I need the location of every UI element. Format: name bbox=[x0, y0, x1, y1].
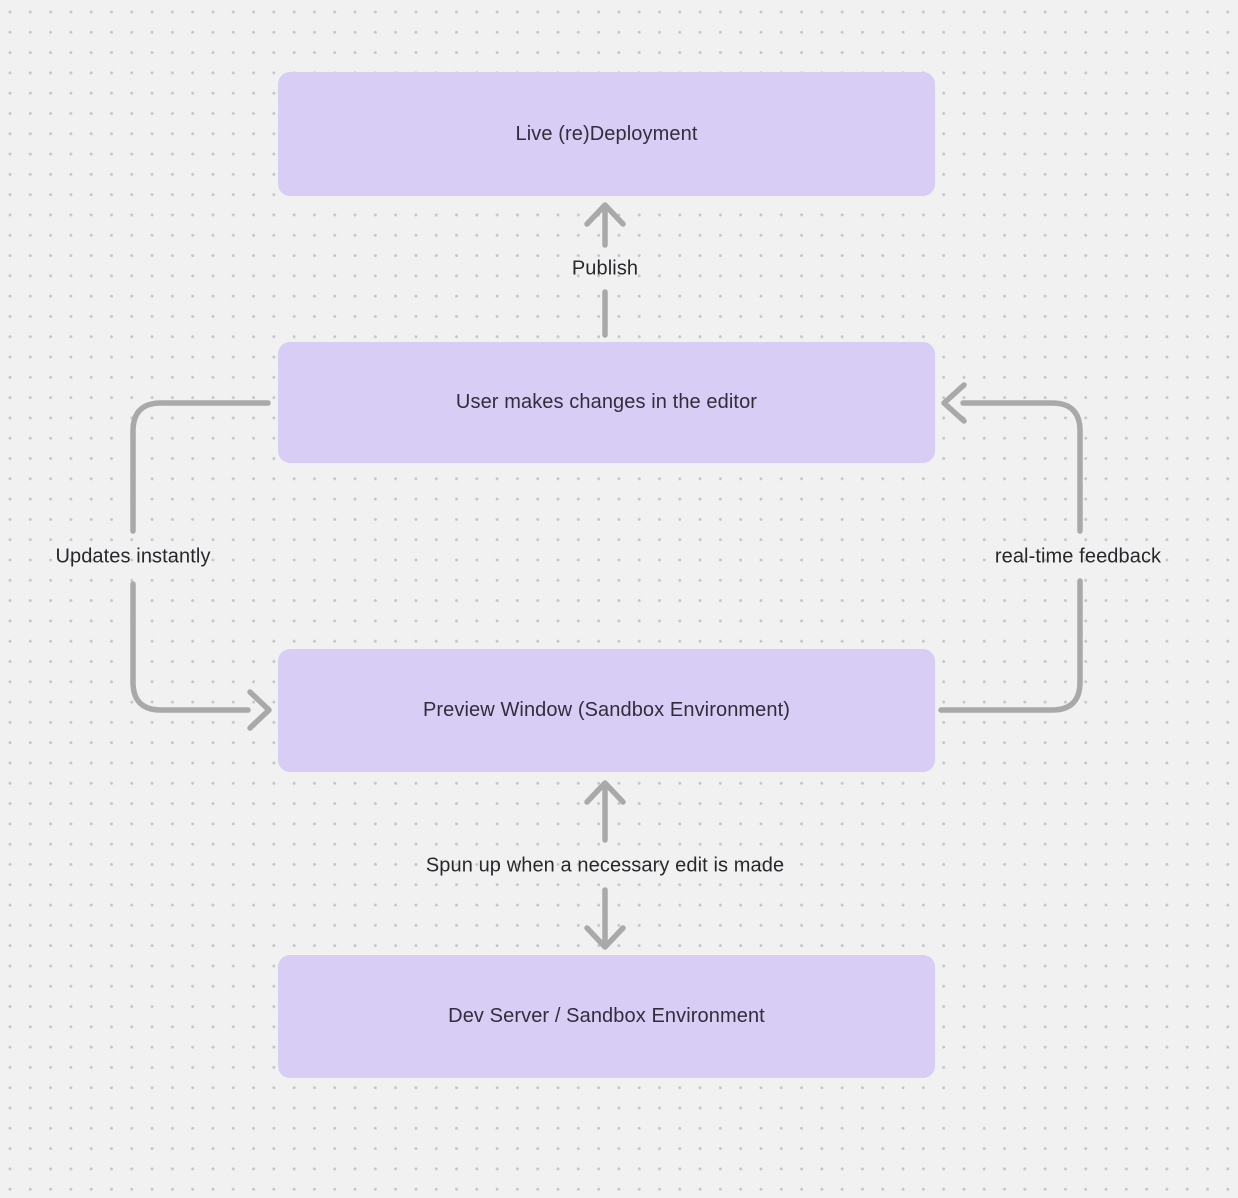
edge-updates-lower-segment[interactable] bbox=[130, 581, 251, 713]
node-label: Preview Window (Sandbox Environment) bbox=[422, 699, 791, 721]
edge-spun-up-arrow[interactable] bbox=[584, 780, 626, 950]
node-dev-server[interactable]: Dev Server / Sandbox Environment bbox=[278, 955, 935, 1078]
edge-feedback-lower-segment[interactable] bbox=[938, 578, 1083, 713]
node-preview-window[interactable]: Preview Window (Sandbox Environment) bbox=[278, 649, 935, 772]
node-user-editor[interactable]: User makes changes in the editor bbox=[278, 342, 935, 463]
arrowhead-up-icon[interactable] bbox=[584, 202, 626, 227]
edge-label-publish[interactable]: Publish bbox=[571, 257, 639, 280]
node-label: Live (re)Deployment bbox=[515, 122, 698, 145]
edge-real-time-feedback-arrow[interactable] bbox=[938, 382, 1083, 713]
edge-publish-arrow[interactable] bbox=[584, 202, 626, 338]
edge-updates-instantly-arrow[interactable] bbox=[130, 400, 272, 731]
edge-label-spun-up[interactable]: Spun up when a necessary edit is made bbox=[425, 854, 785, 877]
edge-feedback-upper-segment[interactable] bbox=[960, 400, 1083, 534]
node-label: User makes changes in the editor bbox=[455, 391, 758, 413]
edge-updates-upper-segment[interactable] bbox=[130, 400, 271, 534]
node-label: Dev Server / Sandbox Environment bbox=[448, 1005, 765, 1027]
arrowhead-right-icon[interactable] bbox=[247, 689, 272, 731]
arrowhead-up-icon[interactable] bbox=[584, 780, 626, 805]
node-live-redeployment[interactable]: Live (re)Deployment bbox=[278, 72, 935, 196]
arrowhead-down-icon[interactable] bbox=[584, 925, 626, 950]
arrowhead-left-icon[interactable] bbox=[941, 382, 967, 424]
edge-label-updates-instantly[interactable]: Updates instantly bbox=[55, 545, 211, 568]
edge-label-real-time-feedback[interactable]: real-time feedback bbox=[994, 545, 1162, 568]
